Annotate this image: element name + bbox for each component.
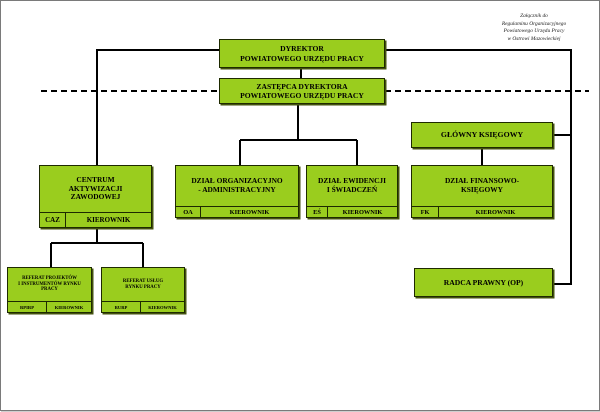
oa-code: OA bbox=[176, 207, 201, 217]
es-title: DZIAŁ EWIDENCJI bbox=[318, 176, 386, 186]
chief-accountant-box[interactable]: GŁÓWNY KSIĘGOWY bbox=[411, 122, 553, 148]
oa-title: DZIAŁ ORGANIZACYJNO bbox=[191, 176, 283, 186]
annex-line: Załącznik do bbox=[520, 13, 548, 19]
es-code: EŚ bbox=[307, 207, 328, 217]
rurp-head: KIEROWNIK bbox=[148, 304, 177, 310]
caz-code: CAZ bbox=[40, 213, 66, 227]
line-director-left bbox=[96, 49, 219, 167]
rurp-title: RYNKU PRACY bbox=[125, 284, 161, 290]
caz-title: AKTYWIZACJI bbox=[68, 183, 123, 193]
chief-accountant-title: GŁÓWNY KSIĘGOWY bbox=[440, 130, 524, 140]
rurp-code: RURP bbox=[102, 302, 141, 312]
annex-line: w Ostrowi Mazowieckiej bbox=[507, 35, 561, 42]
fk-head: KIEROWNIK bbox=[475, 208, 516, 216]
fk-title: KSIĘGOWY bbox=[461, 185, 503, 194]
director-subtitle: POWIATOWEGO URZĘDU PRACY bbox=[240, 53, 364, 63]
director-box[interactable]: DYREKTOR POWIATOWEGO URZĘDU PRACY bbox=[219, 39, 385, 68]
legal-counsel-box[interactable]: RADCA PRAWNY (OP) bbox=[414, 268, 553, 297]
rurp-title: REFERAT USŁUG bbox=[122, 278, 164, 284]
legal-counsel-title: RADCA PRAWNY (OP) bbox=[443, 277, 524, 287]
oa-box[interactable]: DZIAŁ ORGANIZACYJNO - ADMINISTRACYJNY OA… bbox=[175, 165, 299, 218]
annex-line: Powiatowego Urzędu Pracy bbox=[503, 28, 565, 35]
rpirp-title: PRACY bbox=[41, 287, 58, 293]
fk-title: DZIAŁ FINANSOWO- bbox=[444, 176, 520, 186]
director-title: DYREKTOR bbox=[280, 44, 324, 54]
es-head: KIEROWNIK bbox=[342, 208, 383, 216]
rpirp-head: KIEROWNIK bbox=[54, 304, 84, 310]
annex-note: Załącznik do Regulaminu Organizacyjnego … bbox=[479, 13, 589, 43]
caz-title: ZAWODOWEJ bbox=[70, 192, 121, 202]
es-box[interactable]: DZIAŁ EWIDENCJI I ŚWIADCZEŃ EŚ KIEROWNIK bbox=[306, 165, 398, 218]
fk-code: FK bbox=[412, 207, 439, 217]
rpirp-title: I INSTRUMENTÓW RYNKU bbox=[18, 281, 81, 287]
rpirp-code: RPIRP bbox=[8, 302, 47, 312]
deputy-box[interactable]: ZASTĘPCA DYREKTORA POWIATOWEGO URZĘDU PR… bbox=[219, 78, 385, 104]
rpirp-title: REFERAT PROJEKTÓW bbox=[22, 276, 77, 282]
annex-line: Regulaminu Organizacyjnego bbox=[501, 20, 567, 27]
rurp-box[interactable]: REFERAT USŁUG RYNKU PRACY RURP KIEROWNIK bbox=[101, 267, 185, 313]
es-title: I ŚWIADCZEŃ bbox=[326, 185, 378, 194]
caz-box[interactable]: CENTRUM AKTYWIZACJI ZAWODOWEJ CAZ KIEROW… bbox=[39, 165, 152, 228]
rpirp-box[interactable]: REFERAT PROJEKTÓW I INSTRUMENTÓW RYNKU P… bbox=[7, 267, 92, 313]
caz-title: CENTRUM bbox=[76, 174, 115, 184]
oa-head: KIEROWNIK bbox=[229, 208, 270, 216]
line-director-right bbox=[385, 49, 572, 285]
oa-title: - ADMINISTRACYJNY bbox=[198, 185, 276, 194]
fk-box[interactable]: DZIAŁ FINANSOWO- KSIĘGOWY FK KIEROWNIK bbox=[411, 165, 553, 218]
deputy-title: ZASTĘPCA DYREKTORA bbox=[256, 81, 348, 91]
deputy-subtitle: POWIATOWEGO URZĘDU PRACY bbox=[240, 91, 364, 100]
caz-head: KIEROWNIK bbox=[86, 216, 131, 224]
